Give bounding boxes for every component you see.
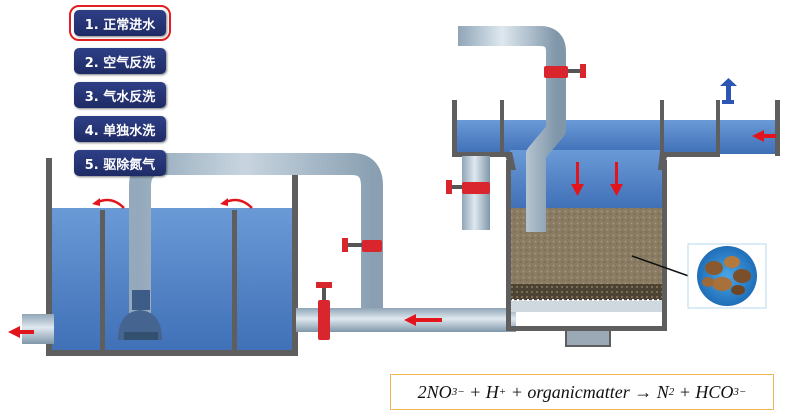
eq-nitrate-sub: 3	[451, 386, 458, 398]
outlet-pipe	[22, 314, 54, 344]
flow-arrow-icon	[610, 162, 623, 196]
menu-item-normal-inflow[interactable]: 1. 正常进水	[69, 5, 171, 41]
filter-trough-bottom-right	[660, 152, 720, 157]
flow-arrow-head	[220, 198, 228, 206]
valve-icon[interactable]	[544, 64, 586, 78]
valve-icon[interactable]	[342, 238, 382, 252]
eq-coefficient: 2	[417, 381, 427, 402]
eq-bicarbonate-sub: 3	[733, 386, 739, 398]
filter-wall-outer-right	[775, 100, 780, 156]
flow-arrow-icon	[752, 130, 776, 142]
menu-item-air-water-backwash[interactable]: 3. 气水反洗	[74, 82, 166, 108]
flow-arrow-icon	[225, 198, 253, 209]
eq-plus-3: +	[678, 381, 691, 402]
left-tank-wall-outer-right	[292, 162, 298, 354]
flow-arrow-icon	[571, 162, 584, 196]
filter-body-floor	[506, 326, 667, 331]
eq-nitrate-charge: −	[457, 386, 465, 398]
eq-proton: H	[485, 381, 499, 402]
filter-trough-bottom	[452, 152, 512, 157]
flow-arrow-head	[92, 198, 100, 206]
eq-bicarbonate-charge: −	[738, 386, 747, 398]
flow-arrow-icon	[97, 198, 125, 209]
menu-item-air-backwash[interactable]: 2. 空气反洗	[74, 48, 166, 74]
filter-weir-right-2	[716, 100, 720, 156]
menu-item-nitrogen-purge[interactable]: 5. 驱除氮气	[74, 150, 166, 176]
left-tank-floor	[46, 350, 298, 356]
vent-icon	[720, 78, 737, 104]
eq-nitrogen-sub: 2	[668, 386, 675, 398]
filter-body-wall-left	[506, 160, 511, 330]
filter-body-wall-right	[662, 160, 667, 330]
filter-top-water	[456, 120, 778, 154]
menu-item-water-only-wash[interactable]: 4. 单独水洗	[74, 116, 166, 142]
valve-icon[interactable]	[316, 282, 332, 340]
eq-plus-1: +	[469, 381, 482, 402]
eq-bicarbonate: HCO	[695, 381, 734, 402]
filter-wall-outer-left	[452, 100, 457, 156]
siphon-pipe	[129, 153, 383, 330]
eq-arrow: →	[634, 381, 653, 402]
eq-nitrate: NO	[426, 381, 452, 402]
flow-arrow-icon	[8, 326, 34, 338]
filter-underdrain	[510, 300, 662, 312]
valve-icon[interactable]	[446, 180, 490, 194]
filter-sump	[565, 329, 611, 347]
left-tank-wall-outer-left	[46, 158, 52, 354]
eq-proton-charge: +	[498, 386, 507, 398]
filter-weir-left	[500, 100, 504, 156]
eq-organic-matter: organicmatter	[527, 381, 630, 402]
pump-icon	[118, 290, 162, 340]
eq-nitrogen: N	[656, 381, 669, 402]
left-tank-wall-inner-1	[100, 210, 105, 354]
flow-arrow-icon	[404, 314, 442, 326]
left-tank-water	[52, 208, 298, 354]
support-gravel-layer	[510, 284, 662, 300]
media-magnifier-icon	[687, 243, 767, 309]
left-tank-wall-inner-2	[232, 210, 237, 354]
eq-plus-2: +	[510, 381, 523, 402]
filter-weir-right	[660, 100, 664, 156]
inlet-pipe	[458, 26, 566, 232]
